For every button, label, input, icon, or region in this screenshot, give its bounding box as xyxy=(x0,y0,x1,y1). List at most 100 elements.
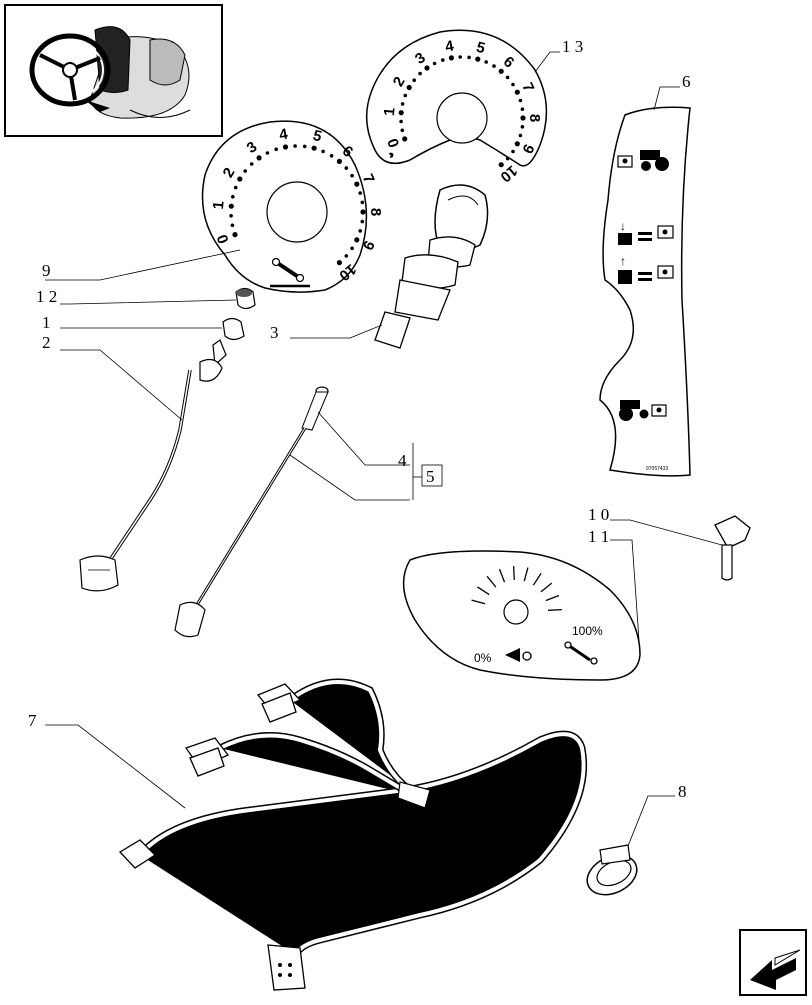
dial13-dot xyxy=(492,64,496,68)
cap-part-1 xyxy=(222,317,245,341)
gauge-tick xyxy=(545,594,560,602)
dial9-dot xyxy=(230,223,235,228)
svg-text:↑: ↑ xyxy=(620,254,626,268)
dial9-dot xyxy=(350,246,354,251)
cap-part-12 xyxy=(235,287,256,310)
dial13-dot xyxy=(467,55,471,60)
callout-11: 1 1 xyxy=(588,527,609,546)
dial13-number-8: 8 xyxy=(526,114,543,122)
lever-knob-3 xyxy=(374,184,489,349)
callout-2: 2 xyxy=(42,333,51,352)
callout-12: 1 2 xyxy=(36,287,57,306)
gauge-face-11: 0% 100% xyxy=(402,550,641,681)
dial9-dot xyxy=(344,254,349,258)
gauge-tick xyxy=(540,582,553,593)
dial9-dot xyxy=(293,144,297,148)
dial13-dot xyxy=(518,133,523,138)
dial13-dot xyxy=(398,110,404,116)
dial9-dot xyxy=(358,229,363,233)
dial9-dot xyxy=(344,166,349,170)
dial9-dot xyxy=(329,154,334,158)
callout-10: 1 0 xyxy=(588,505,609,524)
connector-left xyxy=(118,839,157,869)
previous-page-arrow-icon[interactable] xyxy=(739,929,807,996)
dial13-dot xyxy=(484,60,489,64)
dial13-dot xyxy=(505,156,510,161)
dial13-dot xyxy=(400,102,405,106)
dial13-dot xyxy=(458,55,463,59)
gauge-tick xyxy=(532,573,542,586)
dial13-dot xyxy=(403,93,408,98)
callout-3: 3 xyxy=(270,323,279,342)
connector-top xyxy=(256,683,302,723)
connector-bottom xyxy=(267,944,306,991)
dial9-number-4: 4 xyxy=(278,125,290,143)
gauge-max-icon xyxy=(564,641,598,665)
sensor-cable-2 xyxy=(79,339,227,592)
dial13-dot xyxy=(412,78,417,82)
dial9-dot xyxy=(243,169,247,173)
gauge-max-label: 100% xyxy=(572,624,603,638)
cable-clamp-8 xyxy=(586,844,638,896)
dial13-dot xyxy=(406,84,412,91)
dial13-number-1: 1 xyxy=(381,107,399,117)
callout-9: 9 xyxy=(42,261,51,280)
callout-6: 6 xyxy=(682,72,691,91)
decal-code: 97057433 xyxy=(646,466,668,472)
dial9-dot xyxy=(336,260,342,266)
dial9-dot xyxy=(311,145,317,151)
dial13-dot xyxy=(441,58,445,62)
dial13-dot xyxy=(498,162,504,168)
dial9-number-8: 8 xyxy=(367,208,384,216)
callout-5-box xyxy=(421,464,443,487)
dial9-dot xyxy=(336,158,342,164)
dial9-dot xyxy=(228,203,234,209)
gauge-tick xyxy=(498,568,506,583)
dial13-dot xyxy=(514,141,520,147)
dial9-dot xyxy=(360,219,365,224)
callout-13: 1 3 xyxy=(562,37,583,56)
dial9-dot xyxy=(350,173,354,178)
dial9-dot xyxy=(232,232,238,238)
dial13-dot xyxy=(514,89,520,95)
tractor-rear-pto-icon xyxy=(619,400,667,421)
dial13-dot xyxy=(418,71,422,76)
dial9-dot xyxy=(233,185,238,190)
dial13-dot xyxy=(424,65,430,71)
dial9-dot xyxy=(237,176,243,182)
callout-4: 4 xyxy=(398,451,407,470)
gauge-tick xyxy=(547,608,562,611)
location-thumbnail xyxy=(4,4,223,137)
callout-7: 7 xyxy=(28,711,37,730)
dial13-dot xyxy=(475,56,481,62)
gauge-tick xyxy=(477,586,490,596)
dial13-dot xyxy=(511,149,515,154)
lift-up-icon: ↑ xyxy=(618,254,674,284)
steering-wheel-icon xyxy=(29,33,111,107)
dial9-dot xyxy=(274,147,279,152)
gauge-tick xyxy=(486,575,497,588)
gauge-tick xyxy=(512,566,515,581)
dial13-dot xyxy=(402,136,408,142)
callout-5: 5 xyxy=(426,467,435,486)
gauge-min-label: 0% xyxy=(474,651,492,665)
dial9-dot xyxy=(265,151,270,155)
tractor-rpm-icon xyxy=(617,150,669,171)
dial9-dot xyxy=(229,214,233,218)
dial9-dot xyxy=(360,200,365,205)
wiring-harness-7 xyxy=(118,682,584,991)
callout-1: 1 xyxy=(42,313,51,332)
gauge-min-icon xyxy=(505,648,520,662)
dial13-dot xyxy=(520,125,525,129)
plug-part-10 xyxy=(714,515,751,581)
dial9-dot xyxy=(282,144,289,150)
svg-text:↓: ↓ xyxy=(620,219,626,233)
dial9-dot xyxy=(321,149,325,154)
connector-middle xyxy=(184,737,230,777)
dial9-dot xyxy=(360,209,366,215)
dial13-dot xyxy=(448,55,454,61)
dial13-dot xyxy=(505,75,510,80)
